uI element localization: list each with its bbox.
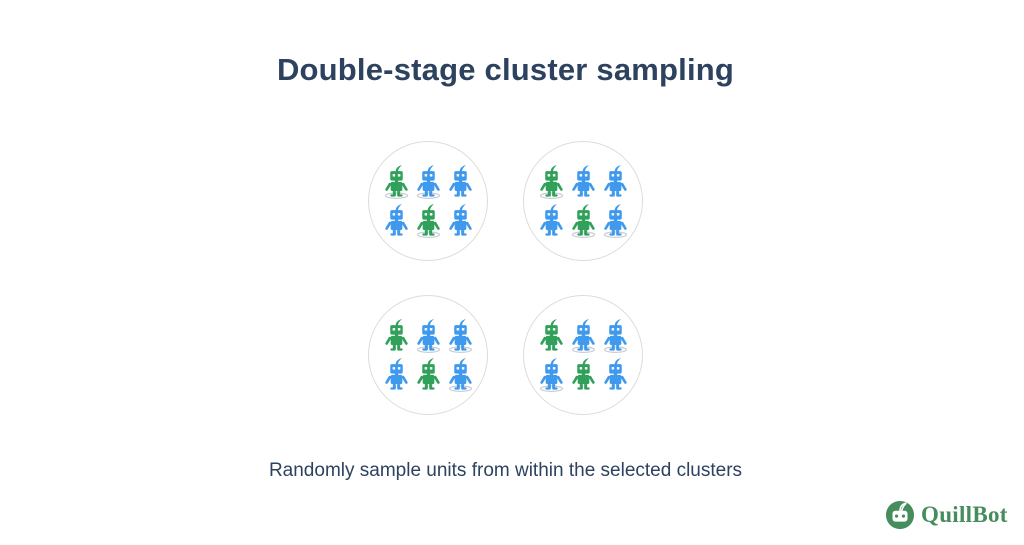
robot-unit-icon — [416, 319, 440, 353]
cluster-circle-top-right — [523, 141, 643, 261]
robot-unit-icon — [448, 319, 472, 353]
robot-unit-icon — [448, 358, 472, 392]
quillbot-wordmark: QuillBot — [921, 502, 1008, 527]
robot-unit-icon — [539, 165, 563, 199]
robot-unit-icon — [539, 204, 563, 236]
robot-unit-icon — [539, 358, 563, 392]
robot-unit-icon — [539, 319, 563, 351]
robot-unit-icon — [571, 204, 595, 238]
robot-unit-icon — [603, 204, 627, 238]
page-title: Double-stage cluster sampling — [276, 52, 735, 87]
robot-unit-icon — [384, 319, 408, 351]
robot-unit-icon — [571, 319, 595, 353]
robot-row — [383, 357, 474, 392]
robot-unit-icon — [384, 204, 408, 236]
robot-unit-icon — [416, 358, 440, 390]
cluster-circle-top-left — [368, 141, 488, 261]
robot-row — [538, 357, 629, 392]
caption: Randomly sample units from within the se… — [268, 460, 743, 481]
robot-row — [383, 164, 474, 199]
robot-row — [538, 164, 629, 199]
robot-unit-icon — [416, 204, 440, 238]
quillbot-robot-icon — [885, 500, 915, 530]
robot-unit-icon — [571, 165, 595, 197]
robot-row — [383, 203, 474, 238]
robot-unit-icon — [603, 165, 627, 197]
robot-unit-icon — [416, 165, 440, 199]
robot-row — [538, 318, 629, 353]
cluster-circle-bottom-left — [368, 295, 488, 415]
robot-unit-icon — [603, 319, 627, 353]
robot-row — [383, 318, 474, 353]
cluster-circle-bottom-right — [523, 295, 643, 415]
robot-unit-icon — [448, 165, 472, 197]
robot-unit-icon — [603, 358, 627, 390]
robot-unit-icon — [571, 358, 595, 390]
robot-unit-icon — [384, 165, 408, 199]
quillbot-logo: QuillBot — [885, 500, 1008, 530]
robot-unit-icon — [448, 204, 472, 236]
robot-row — [538, 203, 629, 238]
robot-unit-icon — [384, 358, 408, 390]
